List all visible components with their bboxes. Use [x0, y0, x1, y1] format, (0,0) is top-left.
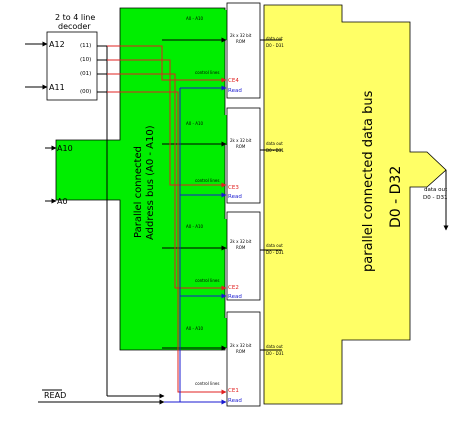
rom3-dataout: data out: [266, 141, 283, 146]
rom4-control: control lines: [195, 70, 219, 75]
rom4-ce: CE4: [228, 78, 239, 84]
decoder-in-a11: A11: [49, 83, 65, 92]
rom2-dataout: data out: [266, 243, 283, 248]
rom2-sub: ROM: [236, 245, 246, 250]
data-out-label: data out: [424, 187, 448, 193]
rom3-control: control lines: [195, 178, 219, 183]
rom3-ce: CE3: [228, 185, 239, 191]
decoder-title-2: decoder: [58, 22, 91, 31]
rom1-addr: A0 - A10: [186, 326, 204, 331]
address-bus-label-2: Address bus (A0 - A10): [145, 125, 156, 240]
rom-1: 2k x 32 bit ROM A0 - A10 control lines C…: [186, 311, 284, 407]
rom-4: 2k x 32 bit ROM A0 - A10 control lines C…: [186, 2, 284, 99]
rom4-dataout: data out: [266, 36, 283, 41]
decoder-out-00: (00): [80, 89, 91, 95]
rom1-title: 2k x 32 bit: [230, 343, 252, 348]
rom1-sub: ROM: [236, 349, 246, 354]
rom2-control: control lines: [195, 278, 219, 283]
rom1-datarange: D0 - D31: [266, 351, 284, 356]
rom2-ce: CE2: [228, 285, 239, 291]
address-bus-label-1: Parallel connected: [133, 146, 144, 238]
read-input: READ: [44, 391, 66, 400]
rom3-title: 2k x 32 bit: [230, 138, 252, 143]
decoder-out-11: (11): [80, 43, 91, 49]
rom1-ce: CE1: [228, 388, 239, 394]
decoder-out-01: (01): [80, 71, 91, 77]
decoder-in-a12: A12: [49, 40, 65, 49]
decoder-out-10: (10): [80, 57, 91, 63]
rom1-control: control lines: [195, 381, 219, 386]
rom4-title: 2k x 32 bit: [230, 33, 252, 38]
rom3-read: Read: [228, 194, 242, 200]
rom4-datarange: D0 - D31: [266, 43, 284, 48]
address-stub-rom3: [162, 115, 230, 145]
rom2-addr: A0 - A10: [186, 224, 204, 229]
data-out-range: D0 - D31: [423, 195, 447, 201]
addr-in-a0: A0: [57, 197, 68, 206]
rom1-read: Read: [228, 398, 242, 404]
address-stub-rom1: [162, 318, 230, 348]
data-bus-label-2: D0 - D32: [388, 166, 404, 228]
rom4-sub: ROM: [236, 39, 246, 44]
rom-2: 2k x 32 bit ROM A0 - A10 control lines C…: [186, 211, 284, 301]
rom1-dataout: data out: [266, 344, 283, 349]
rom-3: 2k x 32 bit ROM A0 - A10 control lines C…: [186, 107, 284, 204]
data-bus: [263, 4, 447, 405]
rom3-addr: A0 - A10: [186, 121, 204, 126]
decoder-box: [46, 31, 98, 101]
rom4-read: Read: [228, 88, 242, 94]
rom2-title: 2k x 32 bit: [230, 239, 252, 244]
rom2-read: Read: [228, 294, 242, 300]
rom4-addr: A0 - A10: [186, 16, 204, 21]
decoder-title-1: 2 to 4 line: [55, 13, 95, 22]
addr-in-a10: A10: [57, 144, 73, 153]
address-stub-rom4: [162, 10, 230, 40]
rom3-datarange: D0 - D31: [266, 148, 284, 153]
rom3-sub: ROM: [236, 144, 246, 149]
rom2-datarange: D0 - D31: [266, 250, 284, 255]
address-stub-rom2: [162, 219, 230, 249]
data-bus-label-1: parallel connected data bus: [361, 90, 376, 272]
